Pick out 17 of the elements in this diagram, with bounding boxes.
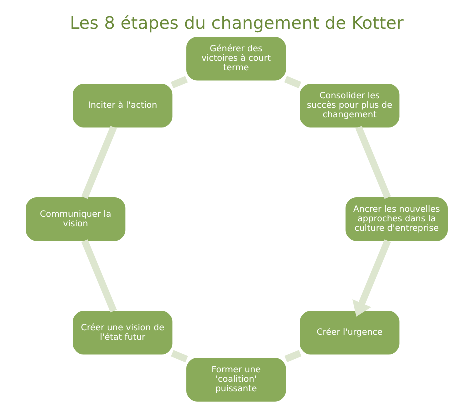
node-box: Communiquer la vision — [26, 197, 126, 242]
connector — [284, 76, 302, 88]
connector — [81, 126, 117, 200]
node-box: Consolider les succès pour plus de changement — [300, 84, 400, 128]
node-box: Créer l'urgence — [300, 311, 400, 355]
connector — [81, 240, 117, 313]
connector — [170, 350, 188, 363]
node-box: Inciter à l'action — [72, 84, 172, 128]
connector — [355, 126, 391, 200]
node-box: Générer des victoires à court terme — [186, 36, 286, 81]
node-box: Former une 'coalition' puissante — [186, 358, 286, 402]
arrow — [352, 240, 391, 317]
node-box: Créer une vision de l'état futur — [72, 311, 172, 355]
connector — [284, 350, 302, 363]
diagram-title: Les 8 étapes du changement de Kotter — [70, 14, 404, 34]
connector — [170, 76, 188, 89]
node-box: Ancrer les nouvelles approches dans la culture d'entreprise — [345, 197, 448, 242]
